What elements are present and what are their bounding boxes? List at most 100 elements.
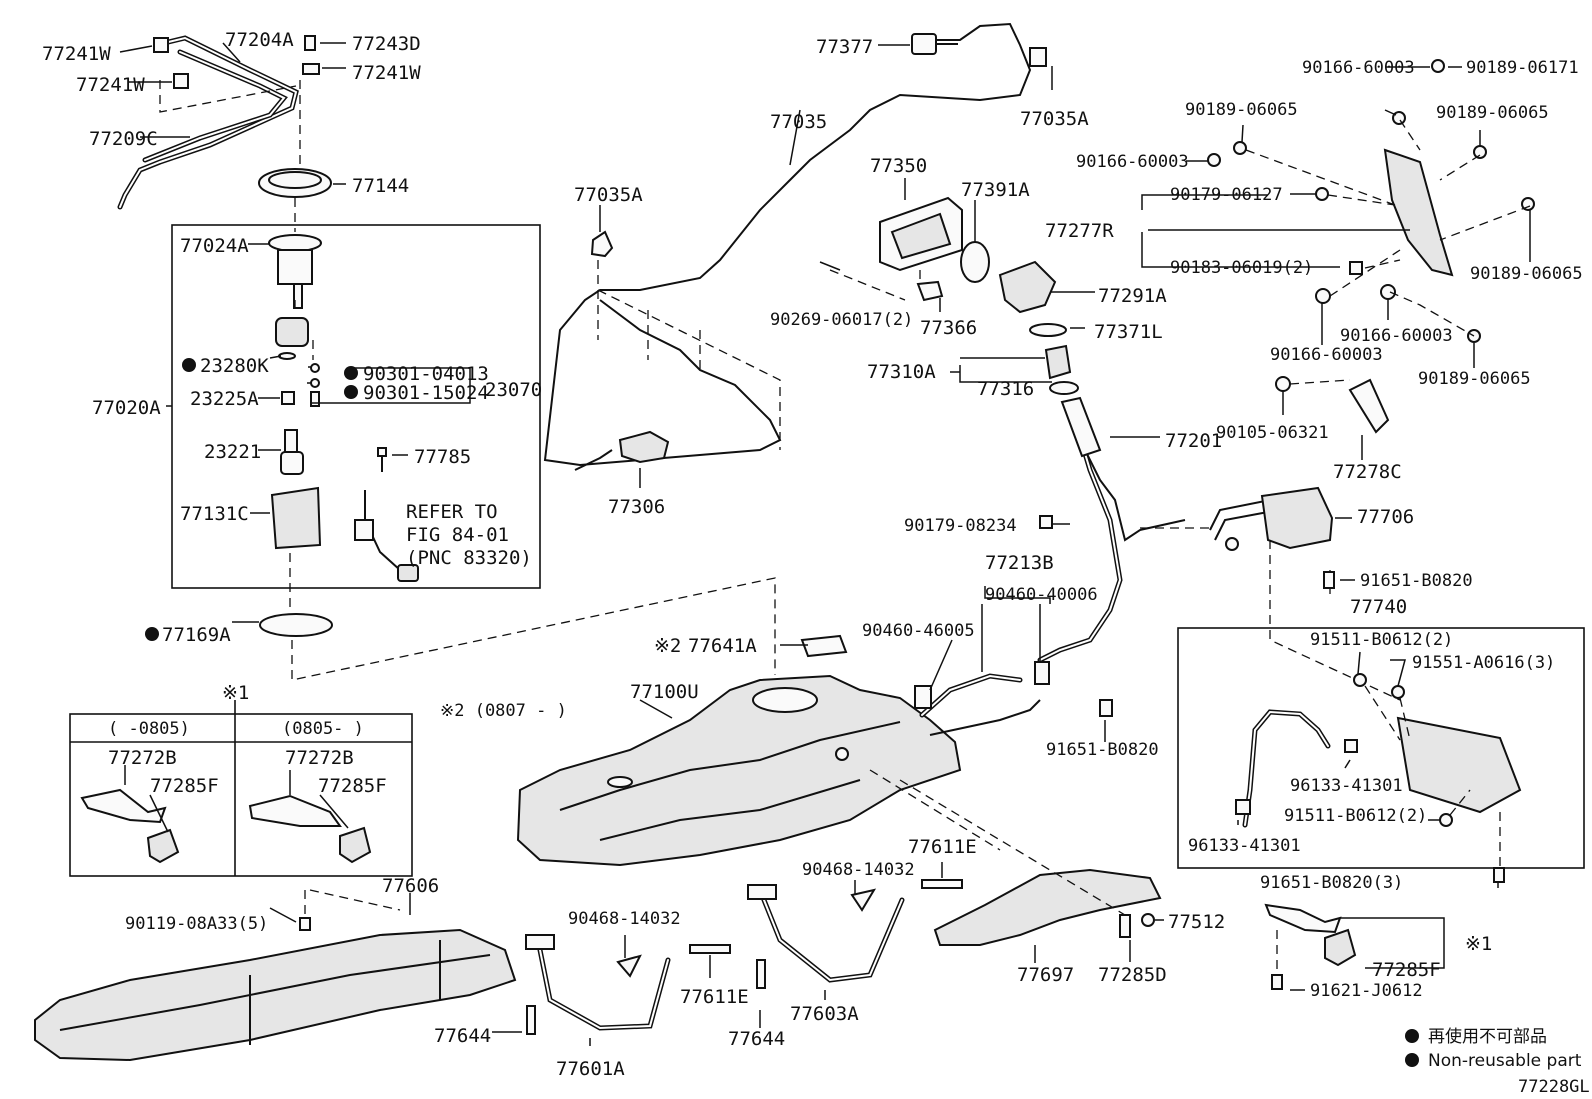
bolt-91621-J0612 [1271,974,1283,990]
ring-77391A [960,241,990,283]
label-91651-B0820: 91651-B0820 [1360,571,1473,591]
bolt-91651-B0820 [1493,867,1505,883]
label-90468-14032: 90468-14032 [568,909,681,929]
o-ring-90301-04013 [310,363,320,373]
label-90301-15024: 90301-15024 [363,382,489,404]
label-90166-60003: 90166-60003 [1270,345,1383,365]
label-77512: 77512 [1168,911,1225,933]
clip-77241W [153,37,169,53]
valve-part [310,391,320,407]
inset-box-frame [69,713,413,877]
label-77291A: 77291A [1098,285,1167,307]
bolt-90119-08A33 [299,917,311,931]
label-91511-B0612: 91511-B0612(2) [1310,630,1453,650]
legend: 再使用不可部品 Non-reusable part [1405,1026,1582,1071]
cap-77310A [1044,344,1072,380]
note-2-date: ※2 (0807 - ) [440,701,567,721]
drain-plug [607,776,633,788]
legend-en: Non-reusable part [1428,1051,1582,1071]
label-77035A: 77035A [574,184,643,206]
label-91551-A0616: 91551-A0616(3) [1412,653,1555,673]
label-77100U: 77100U [630,681,699,703]
label-77285F: 77285F [1372,959,1441,981]
charcoal-canister [1396,716,1522,814]
label-77213B: 77213B [985,552,1054,574]
clip-77366 [916,280,944,302]
gasket-77169A [259,613,333,637]
label-77785: 77785 [414,446,471,468]
sender-plug [397,564,419,582]
label-77606: 77606 [382,875,439,897]
tank-port [835,747,849,761]
label-77644: 77644 [434,1025,491,1047]
label-90189-06171: 90189-06171 [1466,58,1579,78]
bolt-91511-B0612 [1353,673,1367,687]
label-77644: 77644 [728,1028,785,1050]
pump-rod [293,283,303,309]
label-77285D: 77285D [1098,964,1167,986]
filter-77131C [270,486,322,550]
bolt-90189-06065 [1521,197,1535,211]
label-96133-41301: 96133-41301 [1290,776,1403,796]
protector-77277R [1383,148,1454,277]
bolt-77644 [756,959,766,989]
filter-23225A [281,391,295,405]
clip-96133-41301 [1344,739,1358,753]
clamp-77285F [146,828,180,864]
bracket-77272B [80,788,167,824]
label-77697: 77697 [1017,964,1074,986]
housing-77291A [998,260,1057,314]
bolt-90468-14032 [616,954,642,978]
bracket-77272B [248,794,342,827]
label-77641A: 77641A [688,635,757,657]
bracket-77697 [933,868,1162,946]
joint [1225,537,1239,551]
legend-dot [1405,1053,1419,1067]
label-77201: 77201 [1165,430,1222,452]
label-77366: 77366 [920,317,977,339]
label-77272B: 77272B [285,747,354,769]
bolt-91651-B0820 [1323,571,1335,589]
bracket-77272B [1264,903,1342,934]
label-77209C: 77209C [89,128,158,150]
label-77024A: 77024A [180,235,249,257]
bolt-77512 [1141,913,1155,927]
clip-77035A [1029,47,1047,67]
label-96133-41301: 96133-41301 [1188,836,1301,856]
sender-77785 [377,447,387,457]
label-91651-B0820: 91651-B0820(3) [1260,873,1403,893]
legend-dot [1405,1029,1419,1043]
clip-90179-08234 [1039,515,1053,529]
label-77350: 77350 [870,155,927,177]
bolt-90189-06065 [1233,141,1247,155]
clip-90183-06019 [1349,261,1363,275]
fuel-tank-77100U [516,674,962,867]
bolt-91651-B0820 [1099,699,1113,717]
inset-header-2: (0805- ) [282,719,364,739]
label-77131C: 77131C [180,503,249,525]
valve-77306 [618,430,670,464]
bolt-91551-A0616 [1391,685,1405,699]
label-77377: 77377 [816,36,873,58]
label-91511-B0612: 91511-B0612(2) [1284,806,1427,826]
bolt-90468-14032 [850,888,877,912]
label-77706: 77706 [1357,506,1414,528]
label-77020A: 77020A [92,397,161,419]
label-90269-06017: 90269-06017(2) [770,310,913,330]
inset-header-1: ( -0805) [108,719,190,739]
non-reusable-dot [182,358,196,372]
label-77278C: 77278C [1333,461,1402,483]
bolt-77611E [689,944,731,954]
bolt-90166-60003 [1315,288,1331,304]
label-77241W: 77241W [352,62,421,84]
pump-23221 [280,451,304,475]
non-reusable-dot [145,627,159,641]
sender-connector [354,519,374,541]
pump-flange-77024A [268,234,322,252]
label-77641A [800,634,848,658]
bolt-77644 [526,1005,536,1035]
bottom-section [34,769,1445,1062]
filler-neck-77201 [1060,396,1102,458]
o-ring-90301-15024 [310,378,320,388]
